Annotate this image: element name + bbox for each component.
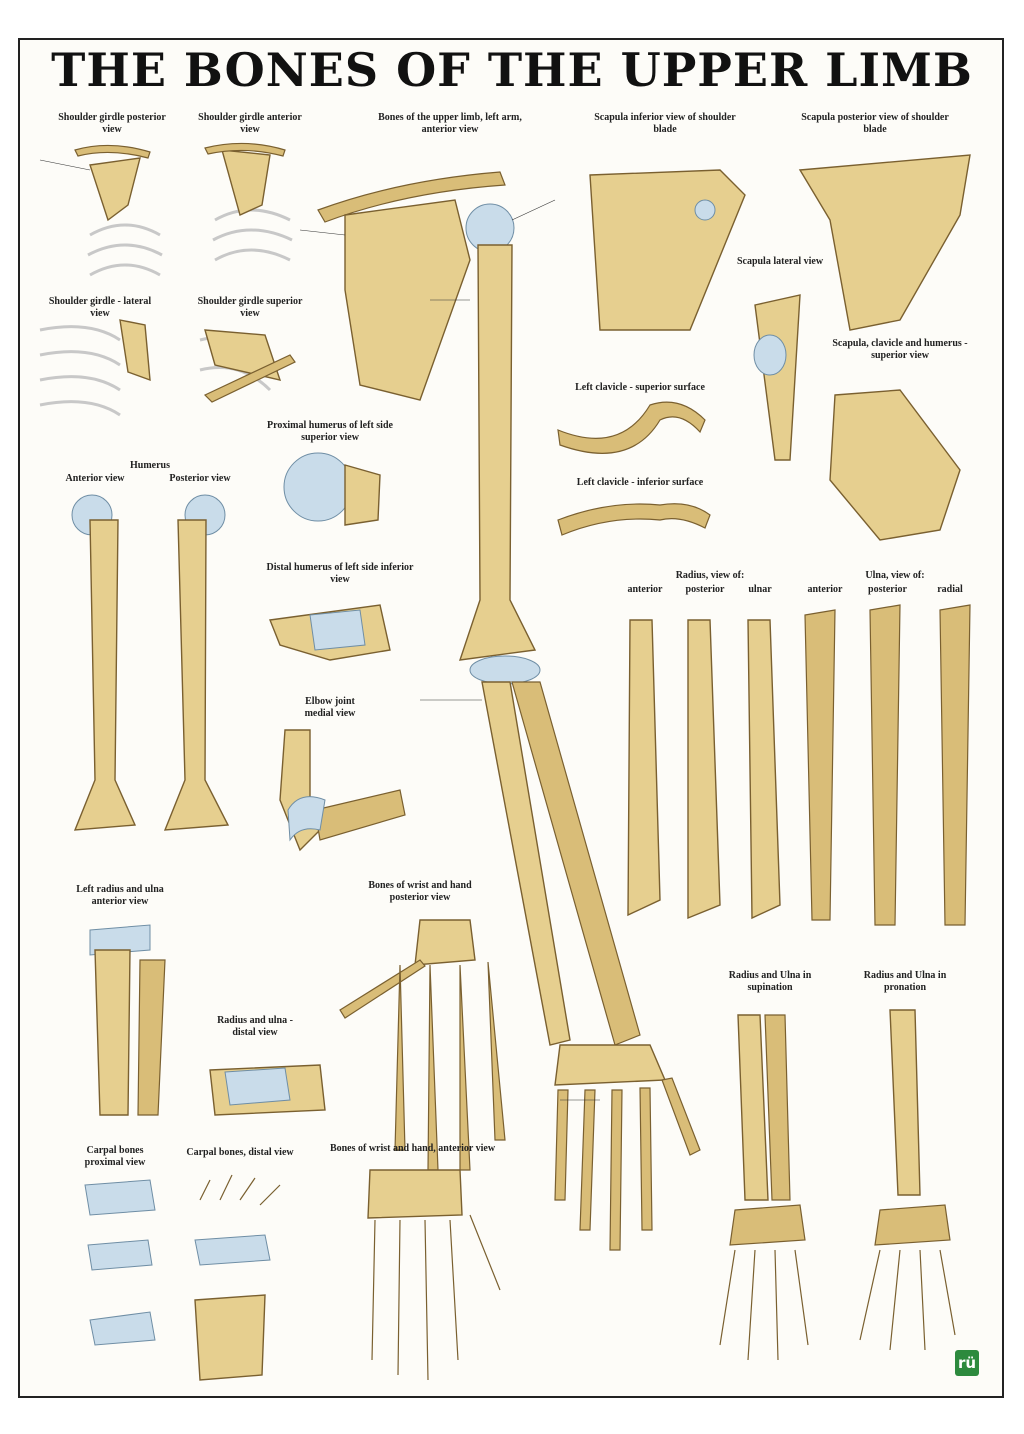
upper-limb-anterior-figure — [317, 171, 701, 1251]
distal-humerus-figure — [269, 604, 391, 661]
clavicle-figures — [557, 401, 711, 536]
scapula-inferior-figure — [589, 169, 746, 331]
label-carpal-bones-distal: Carpal bones, distal view — [186, 1147, 294, 1158]
label-shoulder-girdle-lateral: Shoulder girdle - lateral view — [48, 296, 152, 319]
label-shoulder-girdle-posterior: Shoulder girdle posterior view — [58, 112, 166, 135]
shoulder-girdle-posterior-figure — [74, 144, 163, 277]
radius-ulna-pronation-figure — [859, 1009, 956, 1351]
humerus-figures — [71, 494, 230, 831]
wrist-hand-anterior-figure — [367, 1169, 501, 1381]
label-shoulder-girdle-superior: Shoulder girdle superior view — [197, 296, 303, 319]
carpal-bones-proximal-figure — [84, 1179, 156, 1346]
label-wrist-hand-posterior: Bones of wrist and hand posterior view — [368, 880, 472, 903]
label-clavicle-superior: Left clavicle - superior surface — [575, 382, 705, 393]
poster-title: THE BONES OF THE UPPER LIMB — [51, 43, 973, 97]
label-left-radius-ulna: Left radius and ulna anterior view — [76, 884, 164, 907]
label-radius-ulna-distal: Radius and ulna - distal view — [217, 1015, 293, 1038]
scapula-lateral-figure — [753, 294, 801, 461]
shoulder-girdle-anterior-figure — [204, 142, 293, 262]
wrist-hand-posterior-figure — [339, 919, 506, 1171]
label-upper-limb-anterior: Bones of the upper limb, left arm, anter… — [378, 112, 522, 135]
label-scapula-clavicle-humerus: Scapula, clavicle and humerus - superior… — [832, 338, 968, 361]
label-radius-ulnar: ulnar — [748, 584, 772, 595]
label-radius-ulna-pronation: Radius and Ulna in pronation — [863, 970, 947, 993]
carpal-bones-distal-figure — [194, 1174, 281, 1381]
label-radius-posterior: posterior — [685, 584, 725, 595]
label-carpal-bones-proximal: Carpal bones proximal view — [84, 1145, 146, 1168]
leader-lines — [39, 159, 600, 1101]
label-elbow-joint: Elbow joint medial view — [304, 696, 356, 719]
label-radius-views: Radius, view of: — [675, 570, 745, 581]
label-distal-humerus: Distal humerus of left side inferior vie… — [266, 562, 414, 585]
left-radius-ulna-anterior-figure — [89, 924, 166, 1116]
shoulder-girdle-lateral-figure — [39, 319, 151, 417]
radius-ulna-supination-figure — [719, 1014, 809, 1361]
label-humerus-posterior: Posterior view — [169, 473, 231, 484]
scapula-posterior-figure — [798, 154, 971, 331]
label-ulna-views: Ulna, view of: — [865, 570, 925, 581]
publisher-logo: rü — [955, 1350, 979, 1376]
label-ulna-posterior: posterior — [868, 584, 907, 595]
label-radius-ulna-supination: Radius and Ulna in supination — [728, 970, 812, 993]
label-scapula-lateral: Scapula lateral view — [736, 256, 824, 267]
label-humerus: Humerus — [130, 460, 170, 471]
label-humerus-anterior: Anterior view — [65, 473, 125, 484]
label-radius-anterior: anterior — [627, 584, 663, 595]
label-proximal-humerus: Proximal humerus of left side superior v… — [267, 420, 393, 443]
label-ulna-radial: radial — [937, 584, 963, 595]
label-wrist-hand-anterior: Bones of wrist and hand, anterior view — [329, 1143, 496, 1154]
label-scapula-posterior: Scapula posterior view of shoulder blade — [801, 112, 949, 135]
proximal-humerus-figure — [283, 452, 381, 526]
radius-ulna-distal-figure — [209, 1064, 326, 1116]
shoulder-girdle-superior-figure — [199, 329, 296, 403]
label-clavicle-inferior: Left clavicle - inferior surface — [576, 477, 704, 488]
scapula-clavicle-humerus-superior-figure — [829, 389, 961, 541]
label-ulna-anterior: anterior — [807, 584, 843, 595]
elbow-joint-figure — [279, 729, 406, 852]
label-scapula-inferior: Scapula inferior view of shoulder blade — [594, 112, 736, 135]
label-shoulder-girdle-anterior: Shoulder girdle anterior view — [198, 112, 302, 135]
radius-ulna-view-figures — [627, 604, 971, 926]
